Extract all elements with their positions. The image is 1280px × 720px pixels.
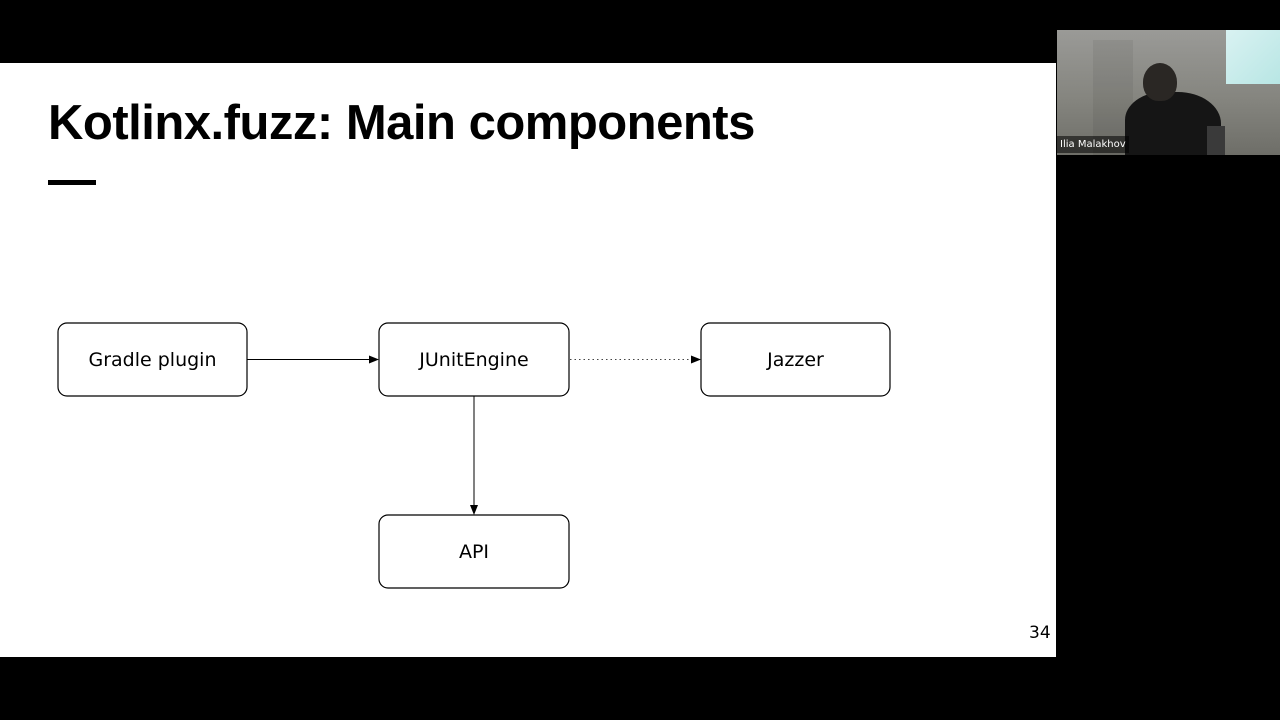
node-junit-engine: JUnitEngine bbox=[378, 322, 570, 397]
presentation-slide: Kotlinx.fuzz: Main components Gradle bbox=[0, 63, 1056, 657]
node-api: API bbox=[378, 514, 570, 589]
edge-junit-to-jazzer bbox=[570, 355, 701, 364]
title-underline bbox=[48, 180, 96, 185]
speaker-head bbox=[1143, 63, 1177, 101]
arrow-head-icon bbox=[470, 505, 478, 515]
node-jazzer: Jazzer bbox=[700, 322, 891, 397]
component-diagram: Gradle plugin JUnitEngine Jazzer API bbox=[57, 322, 891, 589]
edge-junit-to-api bbox=[470, 396, 478, 515]
node-gradle-plugin: Gradle plugin bbox=[57, 322, 248, 397]
node-api-label: API bbox=[459, 541, 489, 563]
edge-gradle-to-junit bbox=[247, 355, 379, 364]
webcam-thumbnail[interactable]: Ilia Malakhov bbox=[1057, 30, 1280, 155]
participant-name-label: Ilia Malakhov bbox=[1057, 136, 1129, 153]
arrow-head-icon bbox=[691, 355, 701, 364]
slide-page-number: 34 bbox=[1029, 623, 1051, 643]
speaker-body bbox=[1125, 92, 1221, 155]
background-chair bbox=[1207, 126, 1225, 155]
background-screen bbox=[1226, 30, 1280, 84]
arrow-head-icon bbox=[369, 355, 379, 364]
slide-title: Kotlinx.fuzz: Main components bbox=[48, 96, 755, 150]
node-gradle-plugin-label: Gradle plugin bbox=[88, 349, 216, 371]
node-jazzer-label: Jazzer bbox=[766, 349, 824, 371]
node-junit-engine-label: JUnitEngine bbox=[418, 349, 528, 371]
